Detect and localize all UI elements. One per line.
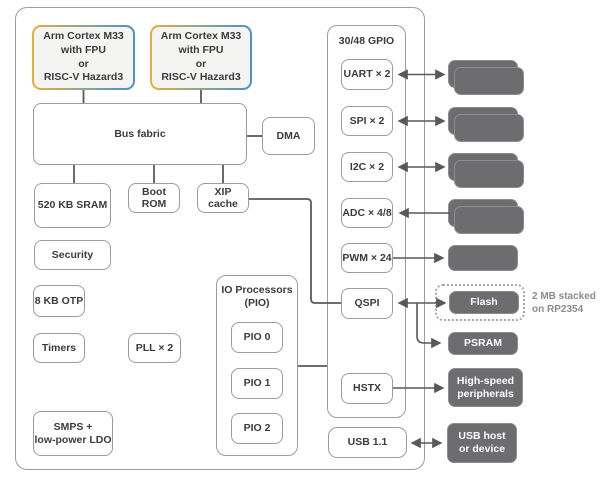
pio1-box: PIO 1 [231,368,283,399]
pwm-box: PWM × 24 [341,243,393,273]
flash-note: 2 MB stacked on RP2354 [532,290,596,316]
adc-label: ADC × 4/8 [342,206,392,219]
qspi-box: QSPI [341,288,393,319]
otp-label: 8 KB OTP [34,294,84,307]
cpu0-line-2: with FPU [61,43,106,56]
pio0-box: PIO 0 [231,322,283,353]
pio-title-line-1: IO Processors [221,284,293,296]
i2c-label: I2C × 2 [349,160,385,173]
xip-cache-box: XIP cache [197,183,249,213]
high-speed-peripherals-box: High-speed peripherals [448,368,523,407]
pio-title: IO Processors (PIO) [216,284,298,310]
uart-box: UART × 2 [341,59,393,90]
boot-rom-box: Boot ROM [128,183,180,213]
pio0-label: PIO 0 [243,331,271,344]
pio2-label: PIO 2 [243,422,271,435]
uart-external-stack-front [454,67,524,95]
smps-line-1: SMPS + [53,421,93,434]
pio2-box: PIO 2 [231,413,283,444]
psram-label: PSRAM [464,337,502,350]
i2c-box: I2C × 2 [341,152,393,182]
adc-box: ADC × 4/8 [341,198,393,228]
hstx-label: HSTX [352,382,381,395]
spi-label: SPI × 2 [349,114,385,127]
psram-box: PSRAM [448,332,518,355]
usb-box: USB 1.1 [328,427,407,458]
bus-fabric-box: Bus fabric [33,103,247,165]
pll-label: PLL × 2 [135,341,174,354]
pwm-label: PWM × 24 [342,251,392,264]
flash-box: Flash [449,291,519,314]
flash-label: Flash [470,296,498,309]
security-box: Security [34,240,111,270]
cpu-core-1-box: Arm Cortex M33 with FPU or RISC-V Hazard… [150,25,252,90]
gpio-title: 30/48 GPIO [338,35,395,47]
cpu1-line-4: RISC-V Hazard3 [161,71,241,84]
cpu0-line-1: Arm Cortex M33 [43,29,124,42]
cpu1-line-3: or [195,57,207,70]
usb-host-box: USB host or device [447,423,517,463]
cpu-core-1-label: Arm Cortex M33 with FPU or RISC-V Hazard… [152,27,250,88]
flash-note-line-1: 2 MB stacked [532,291,596,302]
i2c-external-stack-front [454,160,524,188]
pll-box: PLL × 2 [128,333,181,363]
sram-label: 520 KB SRAM [37,199,108,212]
cpu0-line-4: RISC-V Hazard3 [43,71,124,84]
pio-title-line-2: (PIO) [244,297,270,310]
dma-box: DMA [262,117,315,155]
hs-line-2: peripherals [457,387,514,400]
security-label: Security [51,248,94,261]
usb-host-line-2: or device [458,443,506,455]
xip-cache-line-1: XIP [214,185,232,198]
hs-line-1: High-speed [456,374,515,387]
boot-rom-line-2: ROM [141,198,167,210]
flash-note-line-2: on RP2354 [532,304,584,315]
dma-label: DMA [276,129,301,142]
smps-line-2: low-power LDO [34,433,112,446]
cpu-core-0-box: Arm Cortex M33 with FPU or RISC-V Hazard… [32,25,135,90]
uart-label: UART × 2 [343,68,391,81]
pio1-label: PIO 1 [243,377,271,390]
smps-box: SMPS + low-power LDO [33,411,113,456]
cpu1-line-2: with FPU [178,43,224,56]
spi-external-stack-front [454,114,524,142]
bus-fabric-label: Bus fabric [114,127,166,140]
qspi-label: QSPI [354,297,380,310]
usb-label: USB 1.1 [347,436,388,449]
otp-box: 8 KB OTP [33,285,85,317]
xip-cache-line-2: cache [208,198,238,210]
hstx-box: HSTX [341,373,393,404]
usb-host-line-1: USB host [458,430,506,443]
timers-box: Timers [33,333,85,363]
cpu1-line-1: Arm Cortex M33 [160,29,242,42]
spi-box: SPI × 2 [341,106,393,136]
pwm-external-box [448,245,518,271]
adc-external-stack-front [454,206,524,234]
timers-label: Timers [41,341,77,354]
boot-rom-line-1: Boot [142,185,166,198]
cpu0-line-3: or [78,57,89,70]
cpu-core-0-label: Arm Cortex M33 with FPU or RISC-V Hazard… [34,27,133,88]
sram-box: 520 KB SRAM [34,183,111,228]
